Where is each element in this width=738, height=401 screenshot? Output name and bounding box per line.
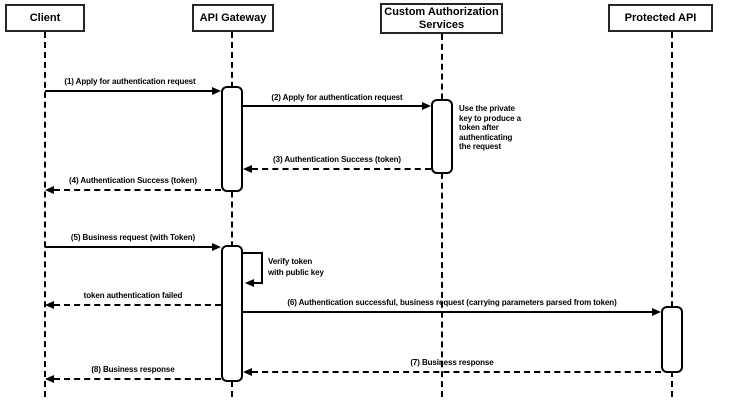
lifeline-api-gateway [231,32,233,397]
arrowhead-left-icon [45,301,54,309]
message-2-line [243,105,422,107]
message-6-line [243,311,652,313]
lifeline-custom-authorization-services [441,34,443,397]
message-7-label: (7) Business response [410,358,494,367]
participant-protected-api-label: Protected API [624,11,697,24]
participant-protected-api: Protected API [608,4,713,32]
message-4-label: (4) Authentication Success (token) [69,176,197,185]
participant-api-gateway-label: API Gateway [199,11,267,24]
arrowhead-left-icon [45,186,54,194]
self-message-right-line [261,252,263,284]
message-5-line [45,246,213,248]
lifeline-protected-api [671,32,673,397]
message-4-line [54,189,221,191]
self-message-bottom-line [252,282,263,284]
message-3-line [252,168,431,170]
participant-custom-authorization-services: Custom Authorization Services [380,3,503,34]
participant-client: Client [5,4,85,32]
message-token-failed-line [54,304,221,306]
message-8-line [54,378,221,380]
message-6-label: (6) Authentication successful, business … [287,298,617,307]
activation-custom-authorization-services [431,99,453,174]
arrowhead-left-icon [243,165,252,173]
self-message-label: Verify token with public key [268,257,324,277]
message-token-failed-label: token authentication failed [83,291,183,300]
arrowhead-left-icon [245,279,254,287]
participant-custom-authorization-services-label: Custom Authorization Services [384,5,499,31]
message-5-label: (5) Business request (with Token) [70,233,196,242]
note-private-key: Use the private key to produce a token a… [459,104,521,151]
arrowhead-right-icon [652,308,661,316]
activation-api-gateway-auth [221,86,243,192]
arrowhead-right-icon [422,102,431,110]
arrowhead-right-icon [212,243,221,251]
message-2-label: (2) Apply for authentication request [271,93,403,102]
message-1-label: (1) Apply for authentication request [64,77,196,86]
message-8-label: (8) Business response [91,365,175,374]
message-1-line [45,90,213,92]
self-message-top-line [243,252,263,254]
message-3-label: (3) Authentication Success (token) [273,155,401,164]
arrowhead-left-icon [243,368,252,376]
activation-protected-api [661,306,683,373]
participant-client-label: Client [29,11,61,24]
activation-api-gateway-business [221,245,243,382]
participant-api-gateway: API Gateway [192,4,274,32]
arrowhead-right-icon [212,87,221,95]
lifeline-client [44,32,46,397]
message-7-line [252,371,661,373]
arrowhead-left-icon [45,375,54,383]
